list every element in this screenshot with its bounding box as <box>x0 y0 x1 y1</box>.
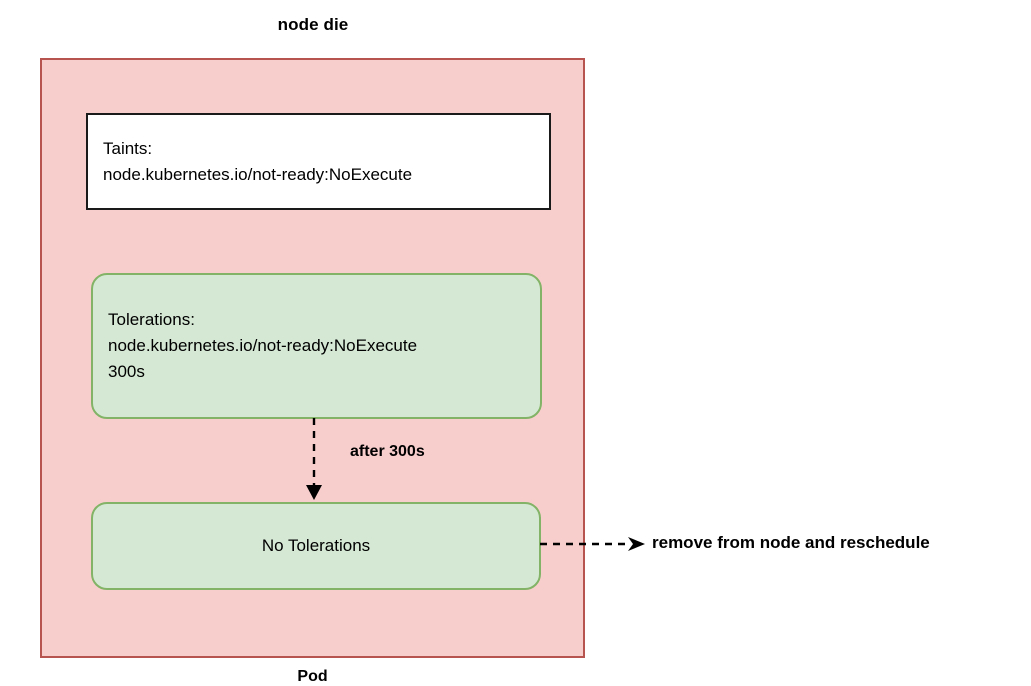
taints-value: node.kubernetes.io/not-ready:NoExecute <box>103 164 413 184</box>
pod-label-bottom: Pod <box>297 668 328 685</box>
tolerations-value: node.kubernetes.io/not-ready:NoExecute <box>108 336 418 355</box>
no-tolerations-label: No Tolerations <box>261 536 371 555</box>
pod-box-without-tolerations: No Tolerations <box>91 502 541 590</box>
diagram-title: node die <box>277 15 349 34</box>
node-container: Taints: node.kubernetes.io/not-ready:NoE… <box>40 58 585 685</box>
pod-box-with-tolerations: Tolerations: node.kubernetes.io/not-read… <box>91 273 542 419</box>
tolerations-label: Tolerations: <box>108 310 195 329</box>
timeout-arrow-label: after 300s <box>350 443 425 460</box>
eviction-arrow-label: remove from node and reschedule <box>652 533 930 552</box>
diagram-canvas: node die Taints: node.kubernetes.io/not-… <box>40 15 930 685</box>
taints-label: Taints: <box>103 138 153 158</box>
taints-box: Taints: node.kubernetes.io/not-ready:NoE… <box>86 113 551 210</box>
tolerations-seconds: 300s <box>108 362 145 381</box>
